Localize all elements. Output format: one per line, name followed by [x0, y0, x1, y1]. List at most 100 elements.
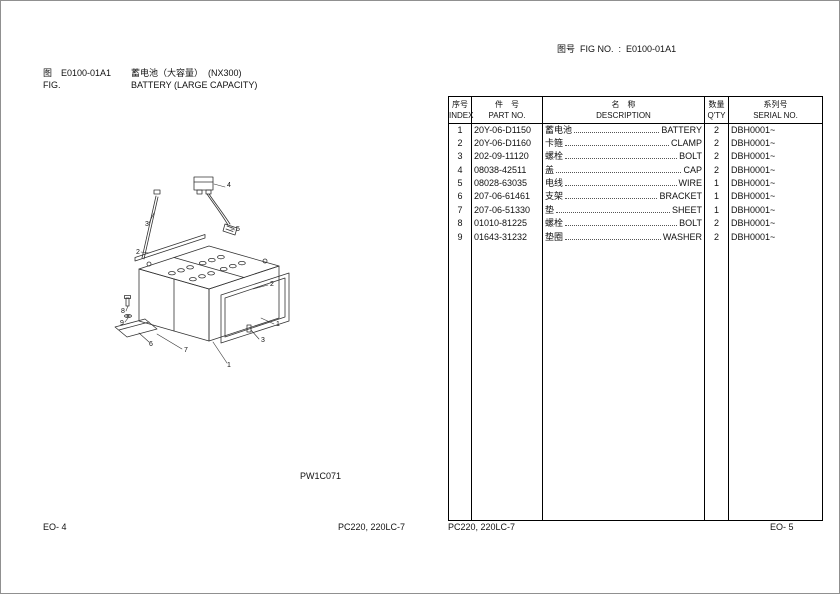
- table-row: 4 08038-42511 盖 CAP 2 DBH0001~: [449, 163, 823, 178]
- figure-title-zh: 蓄电池（大容量）: [131, 68, 204, 78]
- part-name-en: BRACKET: [659, 191, 702, 202]
- dot-leader: [563, 150, 679, 162]
- cell-qty: 1: [704, 190, 729, 204]
- col-header-qty-en: Q'TY: [707, 111, 726, 120]
- left-page-number: EO- 4: [43, 522, 67, 532]
- fig-no-label-zh: 图号: [557, 44, 576, 54]
- col-header-qty-zh: 数量: [708, 100, 725, 109]
- part-name-zh: 盖: [545, 164, 555, 175]
- part-name-zh: 支架: [545, 191, 564, 202]
- cell-serial: DBH0001~: [728, 163, 823, 178]
- callout-number: 9: [120, 320, 124, 327]
- col-header-description-en: DESCRIPTION: [596, 111, 651, 120]
- part-name-zh: 蓄电池: [545, 125, 573, 135]
- cell-qty: 2: [704, 217, 729, 231]
- cell-qty: 2: [704, 136, 729, 151]
- cell-description: 盖 CAP: [542, 163, 705, 178]
- cell-serial: DBH0001~: [728, 217, 823, 231]
- table-row: 8 01010-81225 螺栓 BOLT 2 DBH0001~: [449, 217, 823, 231]
- cell-index: 2: [457, 137, 463, 148]
- cell-description: 卡箍 CLAMP: [542, 136, 705, 151]
- figure-title-block: 图 FIG. E0100-01A1 蓄电池（大容量）(NX300) BATTER…: [43, 67, 257, 91]
- cell-description: 螺栓 BOLT: [542, 150, 705, 164]
- part-name-en: SHEET: [671, 204, 702, 215]
- battery-body: [138, 245, 280, 342]
- cell-serial: DBH0001~: [728, 123, 823, 137]
- callout-number: 1: [276, 321, 280, 328]
- cell-description: 螺栓 BOLT: [542, 217, 705, 231]
- drawing-code: PW1C071: [300, 471, 342, 481]
- cell-serial: DBH0001~: [728, 203, 823, 218]
- cell-part-no: 202-09-11120: [471, 150, 543, 164]
- table-row: 2 20Y-06-D1160 卡箍 CLAMP 2 DBH0001~: [449, 136, 823, 151]
- cell-index: 5: [457, 178, 463, 189]
- cell-description: 蓄电池 BATTERY: [542, 123, 705, 137]
- right-model-label: PC220, 220LC-7: [448, 522, 516, 532]
- figure-title-note: (NX300): [208, 68, 242, 78]
- table-row: 6 207-06-61461 支架 BRACKET 1 DBH0001~: [449, 190, 823, 204]
- cell-serial: DBH0001~: [728, 177, 823, 191]
- cell-qty: 2: [704, 230, 729, 245]
- col-header-serial-no-en: SERIAL NO.: [753, 111, 798, 120]
- cell-index: 1: [457, 125, 463, 135]
- table-row: 1 20Y-06-D1150 蓄电池 BATTERY 2 DBH0001~: [449, 123, 823, 137]
- col-header-part-no-en: PART NO.: [488, 111, 526, 120]
- cell-index: 6: [457, 191, 463, 202]
- figure-title-en: BATTERY (LARGE CAPACITY): [131, 80, 258, 90]
- bracket-part: [193, 176, 214, 195]
- col-header-index-en: INDEX: [449, 111, 474, 120]
- dot-leader: [572, 124, 661, 136]
- table-row: 3 202-09-11120 螺栓 BOLT 2 DBH0001~: [449, 150, 823, 164]
- part-name-zh: 螺栓: [545, 151, 564, 162]
- cell-part-no: 01010-81225: [471, 217, 543, 231]
- rod-part: [141, 189, 161, 260]
- callout-number: 3: [261, 337, 265, 344]
- col-header-description-zh: 名 称: [611, 100, 636, 109]
- table-row: 9 01643-31232 垫圈 WASHER 2 DBH0001~: [449, 230, 823, 245]
- part-name-zh: 垫: [545, 204, 555, 215]
- col-header-part-no: 件 号 PART NO.: [471, 96, 543, 124]
- cell-part-no: 01643-31232: [471, 230, 543, 245]
- cell-qty: 2: [704, 123, 729, 137]
- cell-qty: 1: [704, 177, 729, 191]
- fig-label-zh: 图: [43, 68, 53, 78]
- frame-part: [220, 272, 290, 344]
- part-name-en: CLAMP: [670, 137, 702, 148]
- cell-description: 支架 BRACKET: [542, 190, 705, 204]
- cell-qty: 2: [704, 163, 729, 178]
- col-header-index-zh: 序号: [452, 100, 468, 109]
- dot-leader: [563, 231, 663, 243]
- cell-index: 4: [457, 164, 463, 175]
- callout-number: 2: [136, 249, 140, 256]
- part-name-zh: 螺栓: [545, 218, 564, 229]
- cell-qty: 1: [704, 203, 729, 218]
- parts-table-body: 1 20Y-06-D1150 蓄电池 BATTERY 2 DBH0001~ 2 …: [449, 123, 823, 521]
- part-name-en: BOLT: [679, 151, 702, 162]
- dot-leader: [563, 177, 678, 189]
- dot-leader: [554, 164, 683, 176]
- cell-serial: DBH0001~: [728, 230, 823, 245]
- left-model-label: PC220, 220LC-7: [338, 522, 406, 532]
- table-row: 5 08028-63035 电线 WIRE 1 DBH0001~: [449, 177, 823, 191]
- wire-part: [206, 193, 238, 236]
- part-name-zh: 电线: [545, 178, 564, 189]
- leader-lines: [124, 183, 275, 364]
- fig-label-en: FIG.: [43, 80, 61, 90]
- col-header-serial-no-zh: 系列号: [763, 100, 788, 109]
- dot-leader: [563, 137, 671, 149]
- callout-number: 3: [145, 221, 149, 228]
- cell-index: 7: [457, 204, 463, 215]
- part-name-en: CAP: [683, 164, 702, 175]
- part-name-zh: 卡箍: [545, 137, 564, 148]
- cell-part-no: 20Y-06-D1160: [471, 136, 543, 151]
- fig-no-value: E0100-01A1: [626, 44, 677, 54]
- table-header-row: 序号 INDEX 件 号 PART NO. 名 称 DESCRIPTION 数量…: [448, 96, 823, 124]
- cell-part-no: 207-06-51330: [471, 203, 543, 218]
- cell-index: 3: [457, 151, 463, 162]
- col-header-qty: 数量 Q'TY: [704, 96, 729, 124]
- clamp-bar-part: [134, 234, 206, 262]
- cell-part-no: 08028-63035: [471, 177, 543, 191]
- bolt-washer-part: [124, 295, 132, 318]
